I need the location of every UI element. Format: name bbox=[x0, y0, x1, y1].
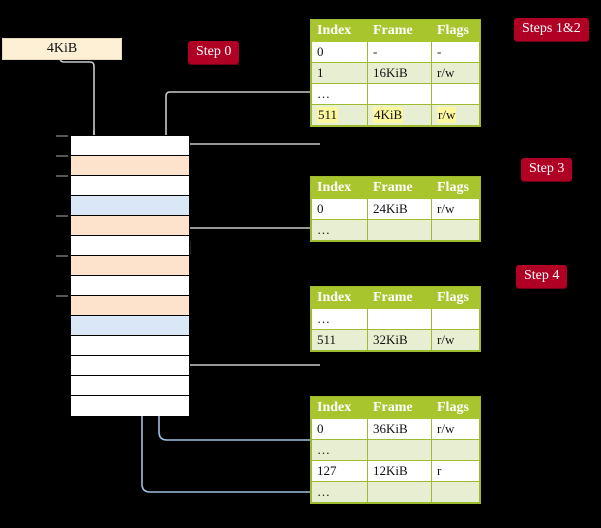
table-cell: 127 bbox=[311, 460, 368, 482]
table-cell: 12KiB bbox=[367, 460, 432, 482]
memory-grid-row bbox=[71, 336, 189, 356]
table-cell bbox=[367, 83, 432, 105]
memory-grid-row bbox=[71, 236, 189, 256]
table-column-header: Index bbox=[311, 287, 368, 309]
badge-steps-1-2: Steps 1&2 bbox=[514, 18, 589, 41]
memory-grid-row bbox=[71, 196, 189, 216]
memory-grid-row bbox=[71, 316, 189, 336]
table-column-header: Flags bbox=[431, 287, 480, 309]
highlighted-value: r/w bbox=[437, 107, 457, 123]
table-cell: 511 bbox=[311, 329, 368, 351]
memory-grid-row bbox=[71, 216, 189, 236]
table-cell: … bbox=[311, 83, 368, 105]
table-column-header: Index bbox=[311, 397, 368, 419]
table-cell: 511 bbox=[311, 104, 368, 126]
table-cell: - bbox=[367, 41, 432, 63]
badge-step-4: Step 4 bbox=[516, 265, 568, 288]
highlighted-value: 4KiB bbox=[373, 107, 404, 123]
table-cell bbox=[431, 308, 480, 330]
table-column-header: Frame bbox=[367, 177, 432, 199]
frame-4kib-label: 4KiB bbox=[46, 41, 78, 56]
memory-grid-row bbox=[71, 396, 189, 416]
table-cell: … bbox=[311, 219, 368, 241]
memory-grid-tick bbox=[56, 175, 68, 177]
table-cell: r/w bbox=[431, 418, 480, 440]
table-cell: 4KiB bbox=[367, 104, 432, 126]
table-cell: 0 bbox=[311, 198, 368, 220]
table-cell bbox=[431, 439, 480, 461]
table-row: … bbox=[311, 481, 480, 503]
table-cell bbox=[431, 219, 480, 241]
table-cell: 24KiB bbox=[367, 198, 432, 220]
table-cell: 0 bbox=[311, 418, 368, 440]
table-cell: … bbox=[311, 439, 368, 461]
memory-grid-row bbox=[71, 176, 189, 196]
table-cell: r/w bbox=[431, 104, 480, 126]
frame-4kib-box: 4KiB bbox=[2, 38, 122, 60]
table-column-header: Frame bbox=[367, 397, 432, 419]
table-cell: 32KiB bbox=[367, 329, 432, 351]
table-cell: … bbox=[311, 481, 368, 503]
memory-grid-row bbox=[71, 276, 189, 296]
table-column-header: Frame bbox=[367, 20, 432, 42]
memory-grid-tick bbox=[56, 255, 68, 257]
memory-grid-row bbox=[71, 136, 189, 156]
table-cell bbox=[367, 481, 432, 503]
table-cell: 36KiB bbox=[367, 418, 432, 440]
wire-steps12 bbox=[170, 143, 320, 165]
physical-memory-grid bbox=[70, 135, 190, 416]
table-row: 511 4KiB r/w bbox=[311, 104, 480, 126]
table-row: … bbox=[311, 83, 480, 105]
table-cell bbox=[431, 83, 480, 105]
table-cell bbox=[431, 481, 480, 503]
table-cell: 1 bbox=[311, 62, 368, 84]
table-column-header: Frame bbox=[367, 287, 432, 309]
table-cell bbox=[367, 308, 432, 330]
table-column-header: Index bbox=[311, 20, 368, 42]
table-row: … bbox=[311, 439, 480, 461]
memory-grid-tick bbox=[56, 155, 68, 157]
table-row: … bbox=[311, 308, 480, 330]
badge-step-3: Step 3 bbox=[521, 158, 573, 181]
table-cell: r/w bbox=[431, 198, 480, 220]
table-cell: … bbox=[311, 308, 368, 330]
memory-grid-row bbox=[71, 156, 189, 176]
table-column-header: Index bbox=[311, 177, 368, 199]
badge-step-0: Step 0 bbox=[188, 41, 240, 64]
wire-step4 bbox=[177, 293, 320, 366]
table-row: 0-- bbox=[311, 41, 480, 63]
table-cell: 0 bbox=[311, 41, 368, 63]
table-cell: r/w bbox=[431, 62, 480, 84]
table-cell: - bbox=[431, 41, 480, 63]
table-cell: r bbox=[431, 460, 480, 482]
memory-grid-row bbox=[71, 356, 189, 376]
table-cell bbox=[367, 219, 432, 241]
memory-grid-tick bbox=[56, 295, 68, 297]
memory-grid-row bbox=[71, 376, 189, 396]
table-cell bbox=[367, 439, 432, 461]
table-row: … bbox=[311, 219, 480, 241]
memory-grid-row bbox=[71, 256, 189, 276]
table-column-header: Flags bbox=[431, 20, 480, 42]
memory-grid-tick bbox=[56, 215, 68, 217]
memory-grid-tick bbox=[56, 135, 68, 137]
table-column-header: Flags bbox=[431, 177, 480, 199]
memory-grid-row bbox=[71, 296, 189, 316]
wire-step3 bbox=[178, 227, 320, 255]
table-cell: 16KiB bbox=[367, 62, 432, 84]
highlighted-value: 511 bbox=[317, 107, 339, 123]
table-column-header: Flags bbox=[431, 397, 480, 419]
table-cell: r/w bbox=[431, 329, 480, 351]
